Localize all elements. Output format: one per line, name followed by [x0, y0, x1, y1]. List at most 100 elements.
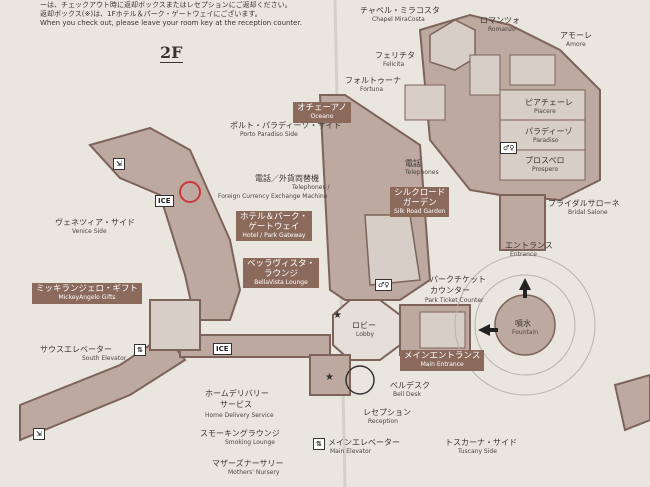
home-delivery-label-en: Home Delivery Service: [205, 412, 274, 419]
south-wing: [19, 333, 187, 442]
felicita-label: フェリチタ: [375, 51, 415, 60]
hotel-gateway-jp-2: ゲートウェイ: [248, 221, 300, 232]
chapel-label: チャペル・ミラコスタ: [360, 6, 440, 15]
fountain-label: 噴水: [515, 319, 531, 328]
bellavista-en: BellaVista Lounge: [254, 278, 308, 286]
telex-label-en2: Foreign Currency Exchange Machine: [218, 193, 328, 200]
main-entrance-arrow: [478, 324, 498, 336]
amore-label-en: Amore: [566, 41, 586, 48]
oceano-box: オチェーアノ Oceano: [293, 102, 351, 123]
silk-road-en: Silk Road Garden: [394, 207, 446, 215]
tuscany-side-label: トスカーナ・サイド: [445, 438, 517, 447]
silk-road-jp-2: ガーデン: [402, 197, 437, 208]
porto-side-label-en: Porto Paradiso Side: [240, 131, 298, 138]
lobby-label-en: Lobby: [356, 331, 375, 338]
restroom-icon: ♂♀: [500, 142, 518, 154]
phone-label: 電話: [405, 159, 421, 168]
header-line-1: ーは、チェックアウト時に返却ボックスまたはレセプションにご返却ください。: [40, 1, 292, 9]
silk-garden-area: [364, 214, 421, 286]
restroom-icon-2: ♂♀: [375, 279, 393, 291]
phone-label-en: Telephones: [405, 169, 439, 176]
prospero-label: プロスペロ: [525, 156, 565, 165]
main-elevator-label: メインエレベーター: [328, 438, 400, 447]
main-entrance-box: メインエントランス Main Entrance: [400, 350, 485, 371]
silk-road-jp-1: シルクロード: [394, 188, 446, 198]
porto-side-label: ポルト・パラディーゾ・サイド: [230, 121, 342, 130]
header-line-2: 返却ボックス(※)は、1Fホテル＆パーク・ゲートウェイにございます。: [40, 10, 262, 18]
main-elevator-label-en: Main Elevator: [330, 448, 372, 455]
star-marker-upper: ★: [333, 310, 342, 321]
tuscany-side-label-en: Tuscany Side: [458, 448, 497, 455]
bridal-label: ブライダルサローネ: [548, 199, 620, 208]
piacere-label-en: Piacere: [534, 108, 556, 115]
home-delivery-label-2: サービス: [220, 400, 252, 409]
emergency-exit-icon: ⇲: [113, 158, 125, 170]
elevator-icon: ⇅: [134, 344, 146, 356]
lobby-label: ロビー: [352, 321, 376, 330]
mickeyangelo-en: MickeyAngelo Gifts: [58, 293, 116, 301]
bell-desk-label: ベルデスク: [390, 381, 430, 390]
mickeyangelo-jp: ミッキランジェロ・ギフト: [36, 284, 139, 294]
main-entrance-en: Main Entrance: [420, 360, 464, 368]
elevator-icon-2: ⇅: [313, 438, 325, 450]
fountain-label-en: Fountain: [512, 329, 539, 336]
smoking-label: スモーキングラウンジ: [200, 429, 280, 438]
smoking-label-en: Smoking Lounge: [225, 439, 275, 446]
mothers-label-en: Mothers' Nursery: [228, 469, 280, 476]
hotel-gateway-box: ホテル＆パーク・ ゲートウェイ Hotel / Park Gateway: [236, 211, 312, 242]
bridal-label-en: Bridal Salone: [568, 209, 608, 216]
star-marker-lower: ★: [325, 372, 334, 383]
piacere-label: ピアチェーレ: [525, 98, 573, 107]
home-delivery-label: ホームデリバリー: [205, 389, 269, 398]
main-entrance-jp: メインエントランス: [404, 351, 481, 361]
oceano-en: Oceano: [310, 112, 334, 120]
header-line-3: When you check out, please leave your ro…: [40, 19, 302, 27]
floor-label: 2F: [160, 43, 183, 63]
lobby-octagon: [332, 299, 401, 361]
park-ticket-label-2: カウンター: [430, 286, 470, 295]
mickeyangelo-box: ミッキランジェロ・ギフト MickeyAngelo Gifts: [32, 283, 143, 304]
venice-side-label: ヴェネツィア・サイド: [55, 218, 135, 227]
ice-machine-icon: ICE: [155, 195, 174, 207]
east-corridor: [499, 194, 546, 251]
entrance-arrow: [519, 278, 531, 298]
fortuna-label-en: Fortuna: [360, 86, 384, 93]
oceano-jp: オチェーアノ: [297, 103, 347, 113]
telex-label-en1: Telephones /: [292, 184, 330, 191]
hotel-gateway-en: Hotel / Park Gateway: [242, 231, 306, 239]
mothers-label: マザーズナーサリー: [212, 459, 284, 468]
felicita-label-en: Felicita: [383, 61, 405, 68]
paradiso-label-en: Paradiso: [533, 137, 559, 144]
south-elevator-label: サウスエレベーター: [40, 345, 112, 354]
romanzo-label-en: Romanzo: [488, 26, 516, 33]
telex-label: 電話／外貨両替機: [255, 174, 319, 183]
park-ticket-label-en: Park Ticket Counter: [425, 297, 484, 304]
ice-machine-icon-2: ICE: [213, 343, 232, 355]
paradiso-label: パラディーゾ: [525, 127, 573, 136]
venice-wing: [88, 126, 242, 321]
fountain-ring-outer: [454, 254, 596, 396]
fortuna-label: フォルトゥーナ: [345, 76, 401, 85]
connector-corridor: [179, 334, 331, 358]
emergency-exit-icon-2: ⇲: [33, 428, 45, 440]
bellavista-jp-2: ラウンジ: [264, 268, 299, 279]
chapel-label-en: Chapel MiraCosta: [372, 16, 425, 23]
red-mark: [179, 181, 201, 203]
bell-desk-label-en: Bell Desk: [393, 391, 421, 398]
hotel-gateway-jp-1: ホテル＆パーク・: [240, 212, 308, 222]
romanzo-label: ロマンツォ: [480, 16, 520, 25]
entrance-label-en: Entrance: [510, 251, 537, 258]
prospero-label-en: Prospero: [532, 166, 559, 173]
amore-label: アモーレ: [560, 31, 592, 40]
south-elevator-label-en: South Elevator: [82, 355, 127, 362]
entrance-label: エントランス: [505, 241, 553, 250]
venice-side-label-en: Venice Side: [72, 228, 107, 235]
silk-road-box: シルクロード ガーデン Silk Road Garden: [390, 187, 450, 218]
reception-label: レセプション: [363, 408, 411, 417]
bellavista-jp-1: ベッラヴィスタ・: [247, 259, 316, 269]
bellavista-box: ベッラヴィスタ・ ラウンジ BellaVista Lounge: [243, 258, 320, 289]
tuscany-wing: [613, 373, 650, 432]
park-ticket-label: パークチケット: [430, 275, 486, 284]
reception-label-en: Reception: [368, 418, 398, 425]
